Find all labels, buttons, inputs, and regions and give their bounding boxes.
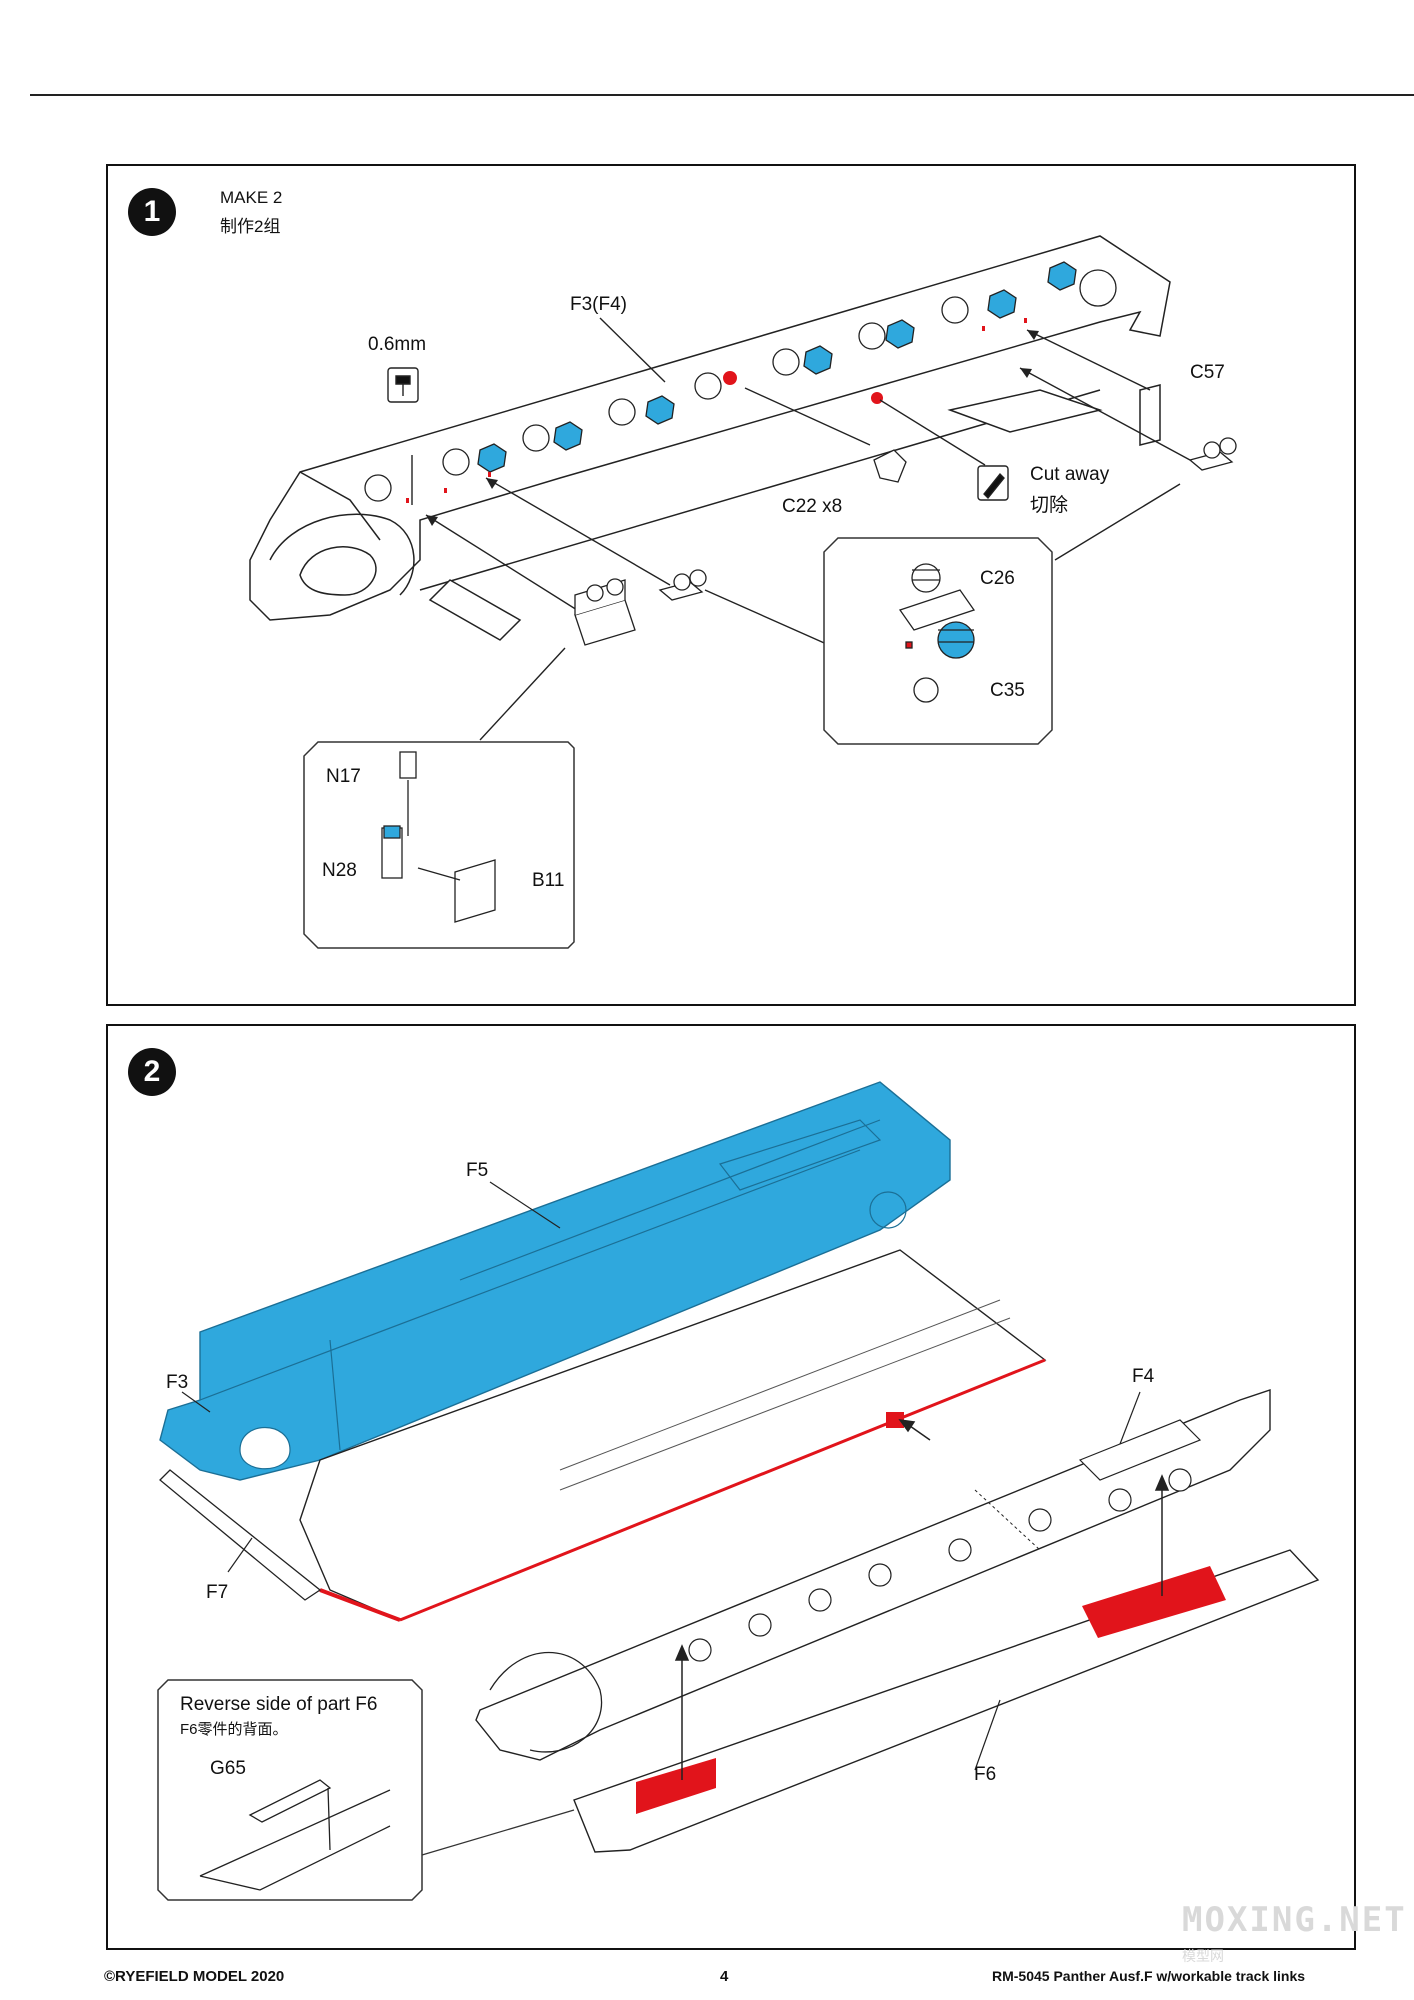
header-rule xyxy=(30,94,1414,96)
make-count-label-cn: 制作2组 xyxy=(220,217,281,236)
part-label-c57: C57 xyxy=(1190,362,1225,383)
reverse-side-title: Reverse side of part F6 xyxy=(180,1694,378,1715)
part-label-f3f4: F3(F4) xyxy=(570,294,627,315)
part-label-f4: F4 xyxy=(1132,1366,1155,1387)
footer-page-number: 4 xyxy=(720,1968,729,1985)
part-label-n28: N28 xyxy=(322,860,357,881)
part-label-g65: G65 xyxy=(210,1758,246,1779)
step-2-number: 2 xyxy=(128,1048,176,1096)
part-label-f6: F6 xyxy=(974,1764,997,1785)
watermark-sub: 模型网 xyxy=(1182,1948,1224,1964)
step-1-number: 1 xyxy=(128,188,176,236)
part-label-n17: N17 xyxy=(326,766,361,787)
footer-copyright: ©RYEFIELD MODEL 2020 xyxy=(104,1968,285,1985)
drill-size-label: 0.6mm xyxy=(368,334,427,355)
part-label-c26: C26 xyxy=(980,568,1015,589)
part-label-f3: F3 xyxy=(166,1372,189,1393)
part-label-b11: B11 xyxy=(532,870,565,891)
part-label-f5: F5 xyxy=(466,1160,489,1181)
cut-away-label: Cut away xyxy=(1030,464,1110,485)
part-label-c35: C35 xyxy=(990,680,1025,701)
footer-product: RM-5045 Panther Ausf.F w/workable track … xyxy=(992,1968,1306,1984)
cut-away-label-cn: 切除 xyxy=(1030,495,1069,516)
part-label-f7: F7 xyxy=(206,1582,229,1603)
reverse-side-title-cn: F6零件的背面。 xyxy=(180,1721,288,1738)
make-count-label: MAKE 2 xyxy=(220,188,283,207)
part-label-c22: C22 x8 xyxy=(782,496,843,517)
watermark: MOXING.NET xyxy=(1182,1900,1407,1940)
